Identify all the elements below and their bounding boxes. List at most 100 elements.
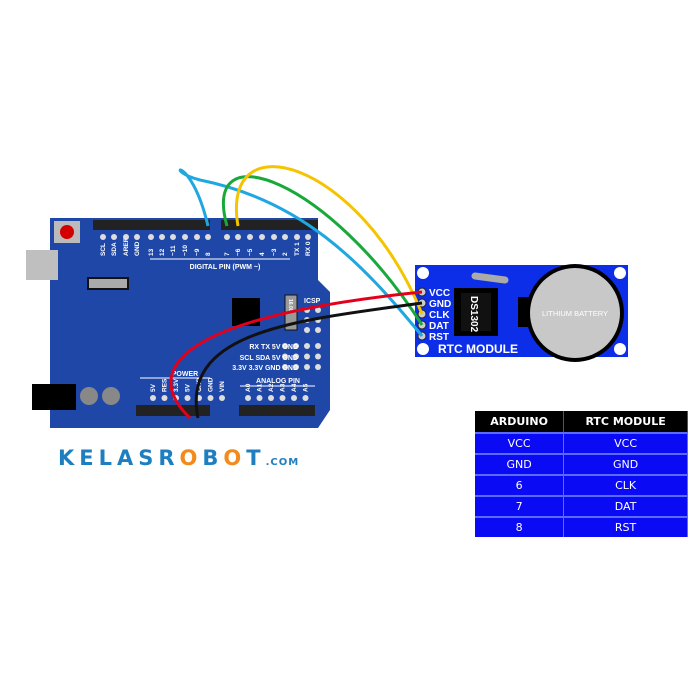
table-header-rtc: RTC MODULE — [563, 411, 688, 433]
cell: GND — [563, 453, 688, 475]
pin-label: ~5 — [247, 248, 254, 256]
pin-label: 4 — [259, 252, 266, 256]
header-row-2-label: SCL SDA 5V GND — [240, 355, 298, 362]
digital-pin — [148, 234, 154, 240]
pin-label: A1 — [257, 383, 264, 392]
rtc-pin-label: RST — [429, 332, 449, 343]
power-pin — [161, 395, 168, 401]
digital-pin — [111, 234, 117, 240]
pin-label: ~11 — [170, 245, 177, 256]
rtc-chip-label: DS1302 — [468, 296, 479, 333]
digital-pin — [294, 234, 300, 240]
digital-pin — [224, 234, 230, 240]
pin-label: GND — [208, 377, 215, 392]
pin-label: SCL — [100, 243, 107, 256]
pin-label: SDA — [111, 242, 118, 256]
pin-label: 2 — [282, 252, 289, 256]
digital-pin — [100, 234, 106, 240]
battery-label: LITHIUM BATTERY — [542, 309, 608, 318]
digital-pin — [134, 234, 140, 240]
digital-pin — [235, 234, 241, 240]
cell: CLK — [563, 474, 688, 496]
rtc-pin-label: VCC — [429, 288, 450, 299]
power-label: POWER — [172, 371, 198, 378]
pin-label: 13 — [148, 248, 155, 256]
power-pin — [207, 395, 214, 401]
analog-pin — [268, 395, 274, 401]
digital-pin — [305, 234, 311, 240]
pin-label: A2 — [268, 383, 275, 392]
header-row-3-label: 3.3V 3.3V GND GND — [232, 365, 298, 372]
pin-label: ~6 — [235, 248, 242, 256]
digital-pin — [271, 234, 277, 240]
wires — [169, 165, 424, 420]
pin-label: 12 — [159, 248, 166, 256]
wire-clk — [234, 165, 424, 315]
cell: RST — [563, 516, 688, 537]
pin-label: 3.3V — [173, 378, 180, 392]
cell: GND — [475, 453, 565, 475]
kelasrobot-logo: KELASROBOT.COM — [58, 446, 300, 470]
digital-pin — [282, 234, 288, 240]
cell: VCC — [563, 432, 688, 454]
cell: 6 — [475, 474, 565, 496]
svg-text:16.00: 16.00 — [287, 299, 293, 312]
digital-pin — [159, 234, 165, 240]
pin-label: GND — [134, 241, 141, 256]
power-pin — [150, 395, 156, 401]
pin-label: RES — [162, 378, 169, 392]
analog-pin — [291, 395, 297, 401]
pin-label: RX 0 — [305, 241, 312, 256]
digital-pin — [182, 234, 188, 240]
icsp-label: ICSP — [304, 298, 321, 305]
wire-vcc — [169, 290, 423, 420]
pin-label: ~9 — [194, 248, 201, 256]
digital-pin — [259, 234, 265, 240]
pin-label: VIN — [219, 381, 226, 392]
header-row-1-label: RX TX 5V GND — [249, 344, 298, 351]
rtc-title: RTC MODULE — [438, 342, 518, 356]
pin-label: A4 — [291, 383, 298, 392]
pin-label: TX 1 — [294, 242, 301, 256]
pin-label: 5V — [185, 383, 192, 392]
pin-label: AREF — [123, 238, 130, 256]
crystal — [87, 277, 129, 290]
pin-label: A5 — [303, 383, 310, 392]
digital-pin — [205, 234, 211, 240]
analog-pin — [245, 395, 251, 401]
usb-port — [26, 250, 58, 280]
wire-gnd — [194, 301, 423, 419]
digital-pin — [194, 234, 200, 240]
pin-label: 5V — [150, 383, 157, 392]
analog-pin — [302, 395, 309, 401]
pin-label: ~3 — [271, 248, 278, 256]
digital-pin — [123, 234, 129, 240]
power-header — [136, 405, 210, 416]
digital-pin-label: DIGITAL PIN (PWM ~) — [190, 264, 261, 271]
rtc-pin-label: CLK — [429, 310, 450, 321]
cell: VCC — [475, 432, 565, 454]
cell: 7 — [475, 495, 565, 517]
reset-button — [60, 225, 74, 239]
digital-pin — [170, 234, 176, 240]
cell: 8 — [475, 516, 565, 537]
wire-rst — [178, 168, 424, 337]
pin-label: A0 — [245, 383, 252, 392]
digital-header-left — [93, 220, 210, 230]
cell: DAT — [563, 495, 688, 517]
arduino-board: DIGITAL PIN (PWM ~) SCL SDA AREF GND 13 12 ~11… — [26, 218, 330, 428]
digital-pin — [247, 234, 253, 240]
table-header-arduino: ARDUINO — [475, 411, 565, 433]
analog-label: ANALOG PIN — [256, 378, 300, 385]
rtc-module: DS1302 LITHIUM BATTERY RTC MODULE VCCGND… — [415, 264, 628, 362]
power-pin — [219, 395, 225, 401]
analog-pin — [279, 395, 286, 401]
power-jack — [32, 384, 76, 410]
pin-label: 8 — [205, 252, 212, 256]
